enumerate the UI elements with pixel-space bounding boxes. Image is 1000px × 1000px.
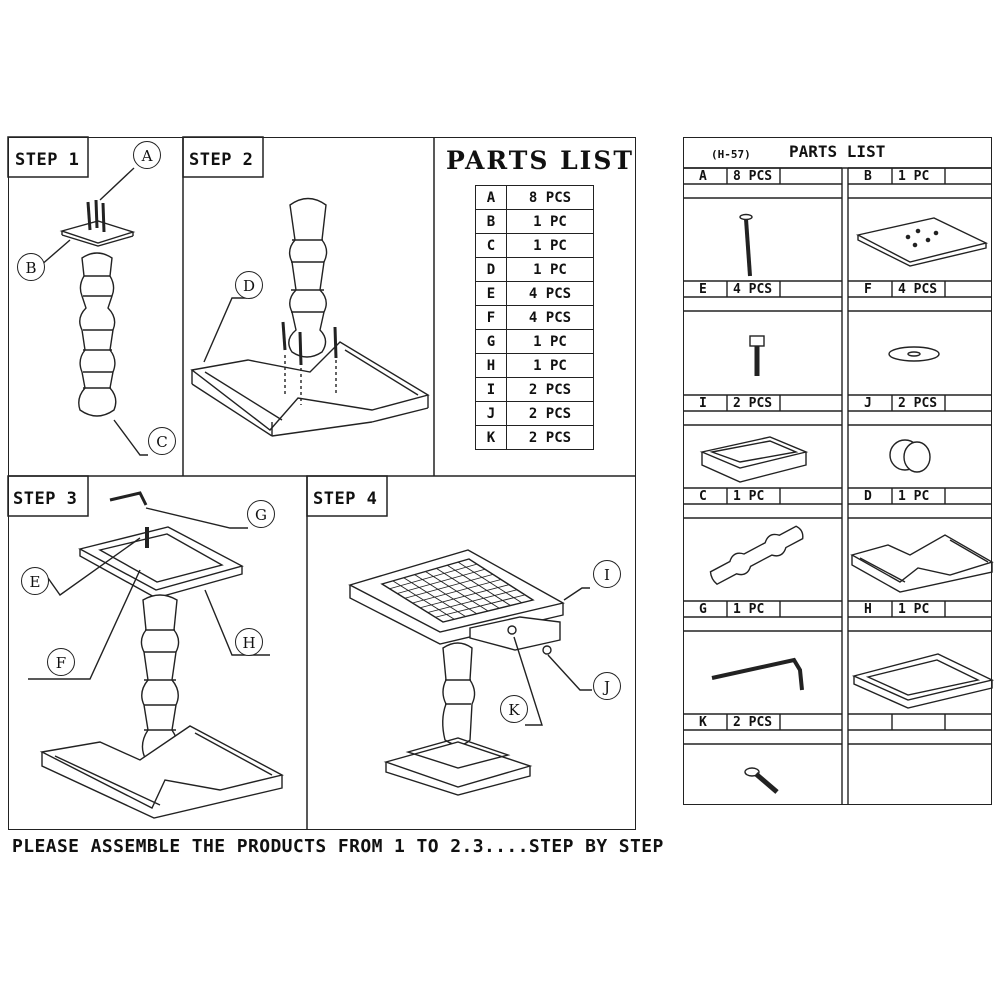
part-cell-quantity: 1 PC — [733, 602, 765, 617]
step-1-label: STEP 1 — [15, 150, 80, 170]
top-frame-icon — [851, 653, 995, 709]
part-cell-letter: G — [699, 602, 707, 617]
part-cell-letter: J — [864, 396, 872, 411]
part-cell-letter: H — [864, 602, 872, 617]
board-grid-line — [435, 594, 526, 618]
step-2-label: STEP 2 — [189, 150, 254, 170]
callout-j: J — [593, 672, 621, 700]
part-cell-letter: E — [699, 282, 707, 297]
part-quantity: 1 PC — [506, 233, 594, 258]
callout-b: B — [17, 253, 45, 281]
part-cell-quantity: 2 PCS — [733, 396, 773, 411]
callout-h: H — [235, 628, 263, 656]
part-cell-letter: K — [699, 715, 707, 730]
part-cell-letter: B — [864, 169, 872, 184]
board-grid-line — [436, 567, 500, 609]
part-quantity: 1 PC — [506, 257, 594, 282]
screw-icon — [739, 213, 753, 277]
part-cell-letter: I — [699, 396, 707, 411]
allen-key-icon — [711, 657, 804, 691]
part-cell-quantity: 4 PCS — [898, 282, 938, 297]
callout-f: F — [47, 648, 75, 676]
part-quantity: 2 PCS — [506, 401, 594, 426]
part-cell-letter: C — [699, 489, 707, 504]
part-cell-quantity: 1 PC — [898, 169, 930, 184]
part-cell-quantity: 1 PC — [898, 489, 930, 504]
right-parts-list-title: PARTS LIST — [789, 142, 886, 161]
bolt-icon — [749, 335, 765, 376]
part-cell-letter: A — [699, 169, 707, 184]
callout-i: I — [593, 560, 621, 588]
parts-list-panel — [683, 137, 992, 805]
callout-d: D — [235, 271, 263, 299]
part-quantity: 2 PCS — [506, 425, 594, 450]
board-grid-line — [412, 579, 502, 604]
callout-k: K — [500, 695, 528, 723]
callout-c: C — [148, 427, 176, 455]
board-grid-line — [447, 564, 511, 606]
small-screw-icon — [744, 767, 779, 794]
part-cell-quantity: 4 PCS — [733, 282, 773, 297]
board-grid-line — [420, 584, 510, 609]
part-cell-quantity: 8 PCS — [733, 169, 773, 184]
part-cell-quantity: 2 PCS — [733, 715, 773, 730]
pedestal-icon — [709, 525, 804, 586]
parts-list-title: PARTS LIST — [446, 146, 635, 175]
callout-e: E — [21, 567, 49, 595]
step-4-label: STEP 4 — [313, 489, 378, 509]
callout-g: G — [247, 500, 275, 528]
part-cell-letter: F — [864, 282, 872, 297]
base-icon — [850, 534, 994, 593]
part-cell-quantity: 1 PC — [733, 489, 765, 504]
board-grid-line — [457, 561, 522, 604]
part-cell-quantity: 2 PCS — [898, 396, 938, 411]
part-cell-letter: D — [864, 489, 872, 504]
part-cell-quantity: 1 PC — [898, 602, 930, 617]
assembly-instruction: PLEASE ASSEMBLE THE PRODUCTS FROM 1 TO 2… — [12, 836, 664, 857]
washer-icon — [888, 346, 940, 362]
callout-a: A — [133, 141, 161, 169]
knob-icon — [889, 439, 931, 473]
model-number: (H-57) — [711, 148, 751, 161]
plate-icon — [855, 217, 989, 267]
step-3-label: STEP 3 — [13, 489, 78, 509]
board-grid-line — [427, 589, 518, 613]
part-quantity: 1 PC — [506, 353, 594, 378]
drawer-icon — [699, 436, 809, 483]
part-quantity: 1 PC — [506, 209, 594, 234]
part-letter: H — [475, 353, 507, 378]
part-letter: C — [475, 233, 507, 258]
